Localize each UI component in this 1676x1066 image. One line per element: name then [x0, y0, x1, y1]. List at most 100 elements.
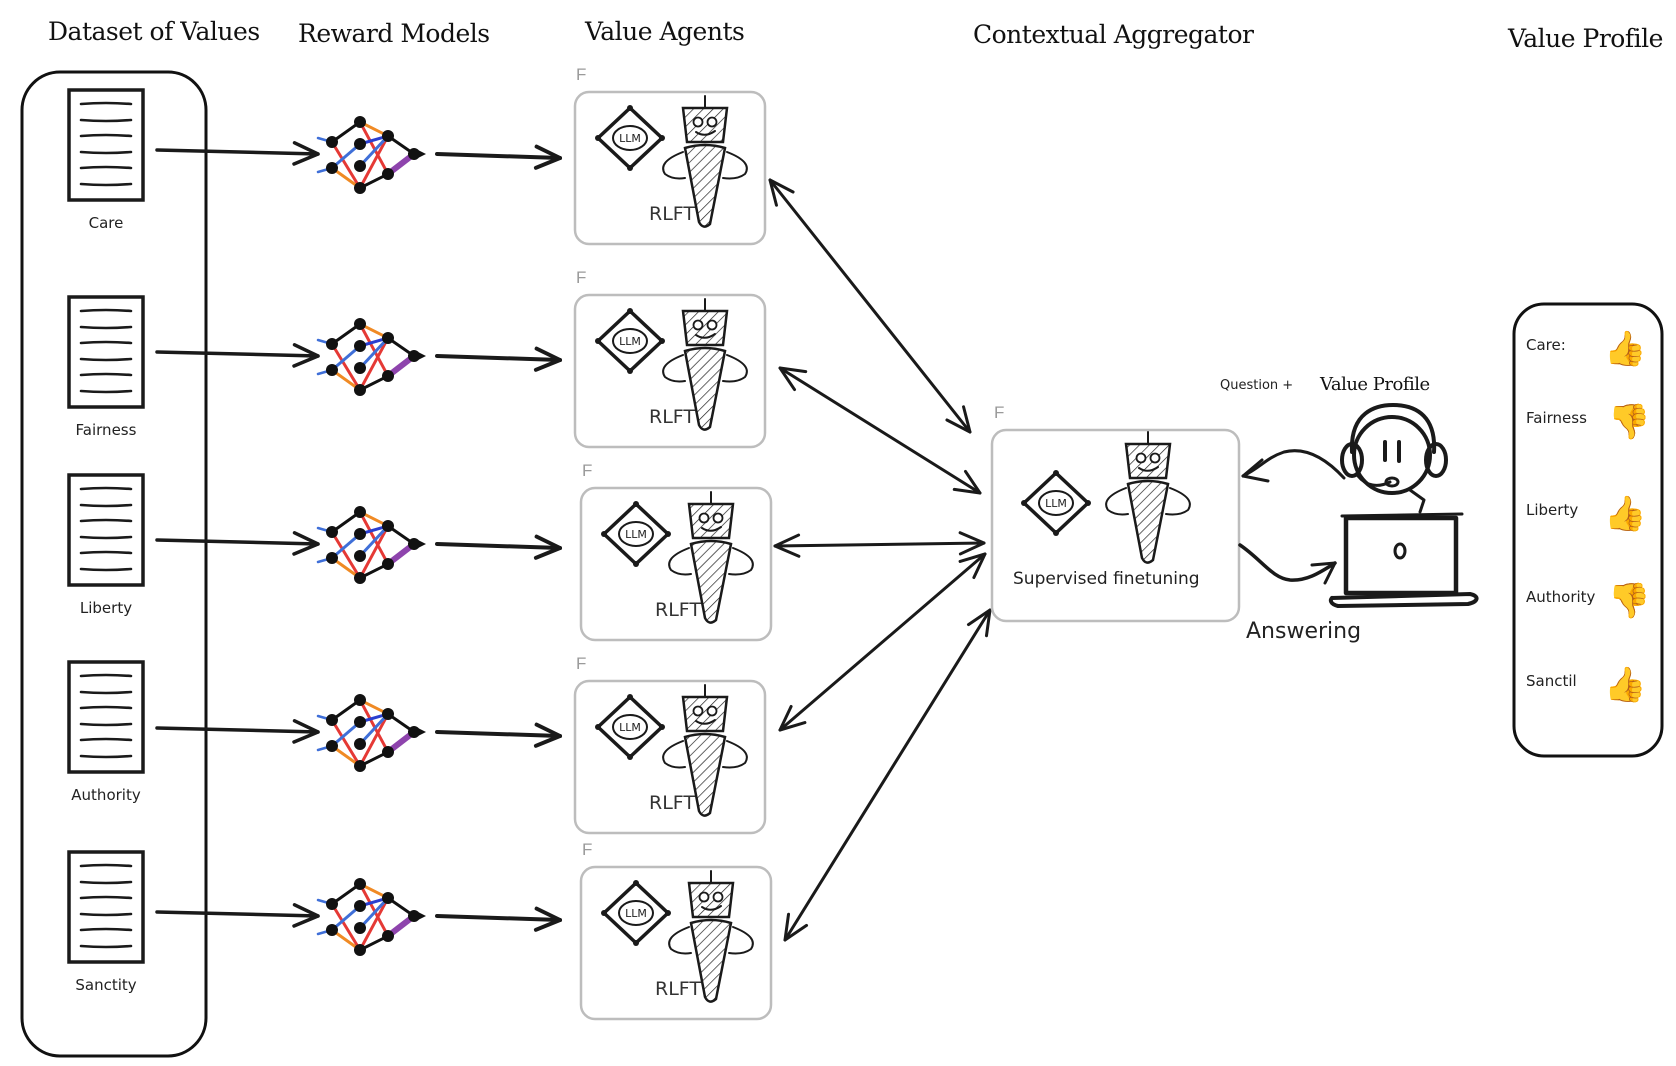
value-agent-3[interactable]: F LLM RLFT	[579, 461, 773, 642]
dataset-to-reward-arrow	[155, 141, 320, 166]
question-value-profile-label: Value Profile	[1319, 374, 1430, 395]
question-label: Question +	[1220, 378, 1293, 393]
llm-label: LLM	[619, 721, 641, 734]
llm-label: LLM	[625, 528, 647, 541]
value-agent-1[interactable]: F LLM RLFT	[573, 65, 767, 246]
question-arrow	[1241, 449, 1346, 483]
answer-arrow	[1238, 543, 1337, 585]
llm-label: LLM	[619, 335, 641, 348]
agent-caption: RLFT	[649, 203, 695, 225]
neural-network-icon	[316, 878, 426, 956]
llm-label: LLM	[1045, 497, 1067, 510]
dataset-container	[20, 70, 208, 1058]
llm-label: LLM	[625, 907, 647, 920]
robot-agent-icon	[662, 298, 748, 431]
column-title-reward-models: Reward Models	[298, 19, 490, 48]
document-icon	[67, 473, 145, 587]
robot-agent-icon	[1105, 431, 1191, 564]
value-profile-item-4: Authority 👎	[1526, 580, 1651, 621]
agent-aggregator-arrow	[768, 178, 972, 434]
agent-caption: RLFT	[655, 978, 701, 1000]
llm-icon: LLM	[595, 694, 665, 760]
dataset-to-reward-arrow	[155, 719, 320, 744]
llm-icon: LLM	[1021, 470, 1091, 536]
thumbs-up-icon: 👍	[1604, 494, 1646, 534]
agent-caption: RLFT	[655, 599, 701, 621]
dataset-label: Care	[89, 214, 124, 232]
value-agent-4[interactable]: F LLM RLFT	[573, 654, 767, 835]
value-profile-label: Care:	[1526, 336, 1566, 354]
robot-agent-icon	[668, 870, 754, 1003]
value-agents-layer: F LLM RLFT F LLM RLFT F LLM RLFT F LLM RLFT F LLM RLFT	[573, 65, 773, 1021]
robot-agent-icon	[662, 95, 748, 228]
document-icon	[67, 295, 145, 409]
llm-icon: LLM	[595, 105, 665, 171]
reward-to-agent-arrow	[435, 534, 562, 560]
document-icon	[67, 88, 145, 202]
agent-frame-tag: F	[582, 461, 592, 480]
aggregator-caption: Supervised finetuning	[1013, 569, 1200, 589]
value-profile-label: Fairness	[1526, 409, 1587, 427]
document-icon	[67, 850, 145, 964]
agent-aggregator-connections	[768, 178, 992, 942]
llm-icon: LLM	[595, 308, 665, 374]
reward-to-agent-arrow	[435, 722, 562, 748]
dataset-label: Liberty	[80, 599, 132, 617]
dataset-item-fairness[interactable]: Fairness	[67, 295, 145, 439]
dataset-to-reward-arrow	[155, 903, 320, 928]
reward-to-agent-arrow	[435, 906, 562, 932]
agent-frame-tag: F	[582, 840, 592, 859]
value-profile-item-2: Fairness 👎	[1526, 401, 1651, 442]
value-agent-2[interactable]: F LLM RLFT	[573, 268, 767, 449]
value-profile-label: Authority	[1526, 588, 1596, 606]
value-agent-5[interactable]: F LLM RLFT	[579, 840, 773, 1021]
agent-frame-tag: F	[576, 268, 586, 287]
agent-aggregator-arrow	[773, 531, 986, 558]
neural-network-icon	[316, 506, 426, 584]
dataset-item-care[interactable]: Care	[67, 88, 145, 232]
value-profile-item-5: Sanctil 👍	[1526, 665, 1646, 705]
reward-to-agent-arrow	[435, 346, 562, 372]
agent-frame-tag: F	[576, 65, 586, 84]
agent-aggregator-arrow	[778, 366, 982, 495]
llm-icon: LLM	[601, 501, 671, 567]
dataset-item-liberty[interactable]: Liberty	[67, 473, 145, 617]
answering-label: Answering	[1246, 619, 1361, 644]
robot-icon	[1105, 431, 1191, 564]
dataset-label: Sanctity	[75, 976, 136, 994]
value-profile-label: Sanctil	[1526, 672, 1577, 690]
value-profile-list: Care:👍Fairness👎Liberty👍Authority👎Sanctil…	[1526, 329, 1651, 705]
robot-agent-icon	[662, 684, 748, 817]
value-profile-container	[1512, 302, 1664, 758]
dataset-to-reward-arrow	[155, 343, 320, 368]
dataset-to-reward-arrow	[155, 531, 320, 556]
column-title-aggregator: Contextual Aggregator	[973, 20, 1254, 49]
value-profile-item-1: Care:👍	[1526, 329, 1646, 369]
contextual-aggregator[interactable]: F LLM Supervised finetuning	[990, 403, 1241, 623]
aggregator-frame[interactable]	[990, 428, 1241, 623]
agent-caption: RLFT	[649, 792, 695, 814]
agent-caption: RLFT	[649, 406, 695, 428]
neural-network-icon	[316, 116, 426, 194]
thumbs-up-icon: 👍	[1604, 665, 1646, 705]
llm-label: LLM	[619, 132, 641, 145]
llm-icon: LLM	[1021, 470, 1091, 536]
neural-network-icon	[316, 318, 426, 396]
dataset-label: Authority	[71, 786, 141, 804]
document-icon	[67, 660, 145, 774]
llm-icon: LLM	[601, 880, 671, 946]
dataset-item-sanctity[interactable]: Sanctity	[67, 850, 145, 994]
dataset-item-authority[interactable]: Authority	[67, 660, 145, 804]
aggregator-frame-tag: F	[994, 403, 1004, 422]
neural-network-icon	[316, 694, 426, 772]
reward-to-agent-arrow	[435, 144, 562, 170]
agent-aggregator-arrow	[778, 552, 987, 732]
agent-frame-tag: F	[576, 654, 586, 673]
thumbs-down-icon: 👎	[1608, 402, 1650, 442]
thumbs-down-icon: 👎	[1608, 581, 1650, 621]
column-title-value-agents: Value Agents	[584, 17, 744, 46]
column-title-value-profile: Value Profile	[1507, 24, 1663, 53]
robot-agent-icon	[668, 491, 754, 624]
